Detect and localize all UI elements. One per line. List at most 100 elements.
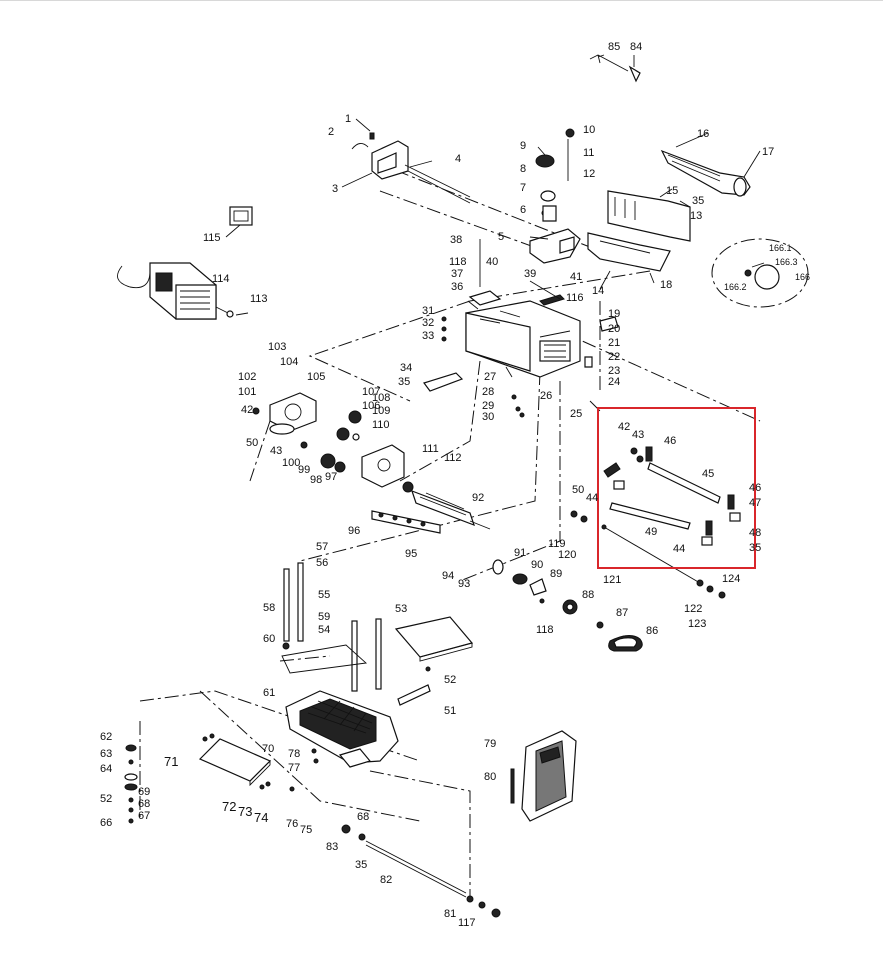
part-label: 10 [583,124,595,136]
drive-pulley-part [492,559,643,652]
part-label: 88 [582,589,594,601]
part-label: 4 [455,153,461,165]
part-label: 114 [212,273,230,285]
extension-table-part [198,733,319,792]
part-label: 35 [749,542,761,554]
part-label: 49 [645,526,657,538]
part-label: 76 [286,818,298,830]
part-label: 166.1 [769,243,792,253]
part-label: 46 [749,482,761,494]
part-label: 6 [520,204,526,216]
depth-knob-part [529,128,581,264]
part-label: 50 [572,484,584,496]
part-label: 81 [444,908,456,920]
dust-port-detail [711,238,809,308]
part-label: 45 [702,468,714,480]
part-label: 16 [697,128,709,140]
side-cover-part [510,730,577,822]
part-label: 74 [254,810,268,825]
part-label: 46 [664,435,676,447]
part-label: 66 [100,817,112,829]
feed-roller-assembly-part [570,446,741,599]
part-label: 61 [263,687,275,699]
bolt-group-part [505,366,525,418]
part-label: 50 [246,437,258,449]
part-label: 67 [138,810,150,822]
bracket-part [423,316,464,392]
part-label: 26 [540,390,552,402]
part-label: 91 [514,547,526,559]
assembly-lines [139,160,761,901]
part-label: 100 [282,457,300,469]
part-label: 92 [472,492,484,504]
part-label: 24 [608,376,620,388]
part-label: 23 [608,365,620,377]
part-label: 121 [603,574,621,586]
part-label: 166.2 [724,282,747,292]
part-label: 20 [608,323,620,335]
table-plate-part [281,616,474,706]
part-label: 35 [355,859,367,871]
part-label: 123 [688,618,706,630]
motor-part [117,262,234,320]
part-label: 75 [300,824,312,836]
part-label: 73 [238,804,252,819]
part-label: 103 [268,341,286,353]
part-label: 21 [608,337,620,349]
part-number-labels: 85 84 1 2 3 4 9 10 8 11 12 7 6 16 17 15 … [100,41,810,929]
part-label: 51 [444,705,456,717]
part-label: 69 [138,786,150,798]
part-label: 59 [318,611,330,623]
part-label: 101 [238,386,256,398]
part-label: 60 [263,633,275,645]
part-label: 1 [345,113,351,125]
part-label: 57 [316,541,328,553]
part-label: 64 [100,763,112,775]
part-label: 111 [422,443,439,455]
part-label: 15 [666,185,678,197]
part-label: 116 [566,292,584,304]
part-label: 44 [586,492,598,504]
part-label: 17 [762,146,774,158]
part-label: 90 [531,559,543,571]
part-label: 68 [138,798,150,810]
part-label: 42 [618,421,630,433]
part-label: 9 [520,140,526,152]
part-label: 83 [326,841,338,853]
part-label: 124 [722,573,740,585]
part-label: 107 [362,386,380,398]
part-label: 39 [524,268,536,280]
gearbox-part [252,392,414,493]
base-part [285,690,399,768]
highlight-box [597,407,756,569]
part-label: 18 [660,279,672,291]
part-label: 11 [583,147,594,159]
part-label: 166.3 [775,257,798,267]
handle-assembly-part [351,132,471,204]
allen-wrench-part [589,54,641,83]
part-label: 80 [484,771,496,783]
part-label: 77 [288,762,300,774]
part-label: 7 [520,182,526,194]
part-label: 19 [608,308,620,320]
crank-shaft-part [341,824,501,918]
cutterhead-part [371,489,491,534]
part-label: 43 [270,445,282,457]
part-label: 85 [608,41,620,53]
part-label: 166 [795,272,810,282]
part-label: 3 [332,183,338,195]
part-label: 120 [558,549,576,561]
leader-lines [225,54,761,316]
part-label: 55 [318,589,330,601]
part-label: 35 [398,376,410,388]
part-label: 14 [592,285,604,297]
part-label: 54 [318,624,330,636]
part-label: 118 [536,624,554,636]
part-label: 72 [222,799,236,814]
part-label: 31 [422,305,434,317]
part-label: 78 [288,748,300,760]
part-label: 43 [632,429,644,441]
chip-deflector-part [587,149,751,272]
